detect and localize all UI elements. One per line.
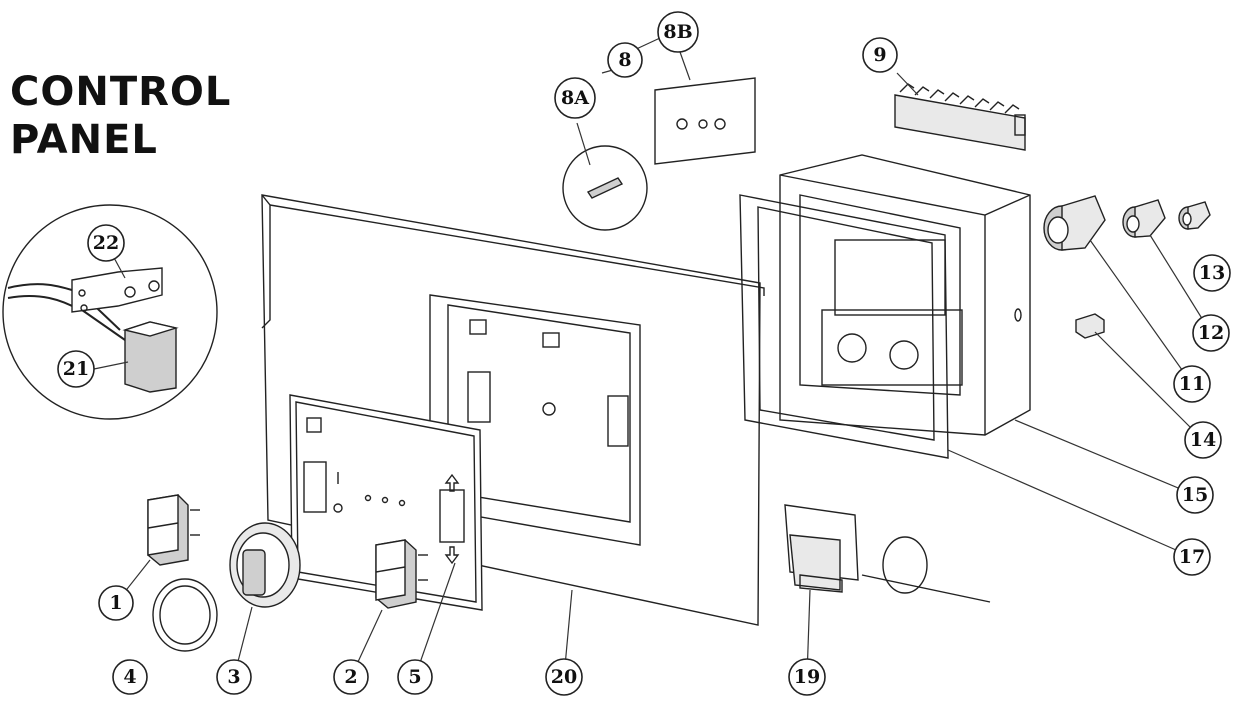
svg-text:12: 12 <box>1198 322 1224 344</box>
callout-19: 19 <box>788 658 826 696</box>
callout-1: 1 <box>98 585 134 621</box>
callout-22: 22 <box>87 224 125 262</box>
svg-text:19: 19 <box>794 666 820 688</box>
svg-text:8A: 8A <box>561 87 589 109</box>
callout-15: 15 <box>1176 476 1214 514</box>
svg-text:1: 1 <box>109 592 122 614</box>
diagram-title: CONTROL PANEL <box>10 68 231 164</box>
callout-17: 17 <box>1173 538 1211 576</box>
callout-11: 11 <box>1173 365 1211 403</box>
rocker-switch-2 <box>375 539 428 609</box>
svg-text:5: 5 <box>408 666 421 688</box>
cable-gland-13 <box>1178 201 1211 230</box>
front-bezel-plate <box>289 394 483 611</box>
callout-5: 5 <box>397 659 433 695</box>
svg-text:8B: 8B <box>663 21 692 43</box>
callout-12: 12 <box>1192 314 1230 352</box>
svg-text:14: 14 <box>1190 429 1216 451</box>
callout-14: 14 <box>1184 421 1222 459</box>
callout-13: 13 <box>1193 254 1231 292</box>
svg-text:22: 22 <box>93 232 119 254</box>
knob-3 <box>229 522 301 608</box>
terminal-block-9 <box>894 83 1026 151</box>
svg-text:4: 4 <box>123 666 136 688</box>
svg-text:8: 8 <box>618 49 631 71</box>
cable-gland-11 <box>1043 195 1106 251</box>
svg-text:3: 3 <box>227 666 240 688</box>
mounting-plate-8b <box>654 77 756 165</box>
callout-21: 21 <box>57 350 95 388</box>
callout-4: 4 <box>112 659 148 695</box>
callout-2: 2 <box>333 659 369 695</box>
callout-8b: 8B <box>657 11 699 53</box>
callout-8a: 8A <box>554 77 596 119</box>
title-line-2: PANEL <box>10 117 158 163</box>
callout-3: 3 <box>216 659 252 695</box>
plug-14 <box>1075 313 1105 339</box>
svg-text:9: 9 <box>873 44 886 66</box>
svg-text:11: 11 <box>1179 373 1205 395</box>
enclosure-box-15 <box>779 154 1031 436</box>
callout-9: 9 <box>862 37 898 73</box>
cable-gland-12 <box>1122 199 1166 238</box>
title-line-1: CONTROL <box>10 69 232 115</box>
rocker-switch-1 <box>147 494 200 566</box>
wiring-detail-inset <box>2 204 218 420</box>
svg-text:17: 17 <box>1179 546 1205 568</box>
svg-text:15: 15 <box>1182 484 1208 506</box>
svg-text:2: 2 <box>344 666 357 688</box>
callout-8: 8 <box>607 42 643 78</box>
ring-4 <box>152 578 218 652</box>
relay-bracket-19 <box>784 504 991 603</box>
pin-detail-8a <box>562 145 648 231</box>
svg-text:20: 20 <box>551 666 577 688</box>
svg-text:21: 21 <box>63 358 89 380</box>
svg-text:13: 13 <box>1199 262 1225 284</box>
callout-20: 20 <box>545 658 583 696</box>
gasket-frame-17 <box>739 194 949 459</box>
